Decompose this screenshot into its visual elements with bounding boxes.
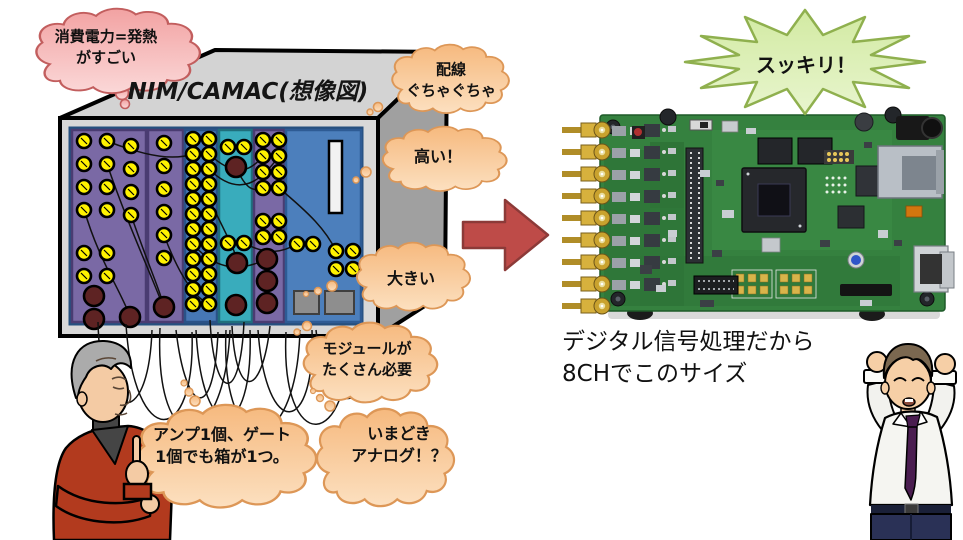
bubble-power-text: 消費電力=発熱 がすごい	[54, 27, 158, 66]
board-caption: デジタル信号処理だから 8CHでこのサイズ	[562, 329, 815, 388]
module-teal	[217, 128, 254, 324]
bubble-expensive-text: 高い！	[413, 146, 463, 166]
right-fist	[934, 353, 956, 375]
young-man-character	[863, 343, 957, 540]
old-man-character	[52, 339, 174, 540]
bubble-big	[302, 241, 472, 312]
crate-title: NIM/CAMAC(想像図)	[127, 79, 369, 105]
bubble-expensive	[352, 125, 508, 193]
fpga-chip	[741, 167, 807, 233]
power-jack	[896, 116, 930, 140]
necktie	[904, 426, 918, 501]
gray-hair	[70, 339, 133, 399]
bubble-one-box-text: アンプ1個、ゲート 1個でも箱が1つ。	[152, 424, 292, 466]
bubble-power	[35, 7, 202, 110]
bubble-analog-text: いまどき アナログ！？	[351, 423, 447, 465]
fpga-board-photo	[561, 106, 955, 321]
thought-bubbles	[35, 7, 510, 509]
vga-connector	[913, 245, 955, 293]
gold-pad-grid	[735, 273, 813, 295]
bubble-one-box	[136, 379, 318, 509]
starburst-text: スッキリ！	[756, 53, 856, 78]
sma-connectors	[561, 121, 611, 315]
nim-camac-crate-illustration	[58, 48, 449, 338]
bubble-wiring-text: 配線 ぐちゃぐちゃ	[405, 60, 497, 99]
mezzanine-connector	[685, 147, 704, 264]
ethernet-jack	[877, 145, 944, 199]
bubble-analog	[309, 387, 456, 508]
sata-connector	[840, 284, 892, 296]
misc-components	[640, 128, 902, 307]
bubble-many-modules-text: モジュールが たくさん必要	[321, 339, 413, 378]
blank-slot	[327, 139, 344, 215]
module-purple-2	[146, 128, 185, 324]
bubble-many-modules	[293, 320, 439, 404]
starburst-shape	[683, 8, 927, 116]
bubble-wiring	[366, 43, 510, 116]
bubble-big-text: 大きい	[386, 268, 436, 288]
old-man-pointing-hand	[122, 435, 153, 501]
brown-hair	[882, 343, 934, 379]
right-arrow-icon	[461, 198, 550, 272]
